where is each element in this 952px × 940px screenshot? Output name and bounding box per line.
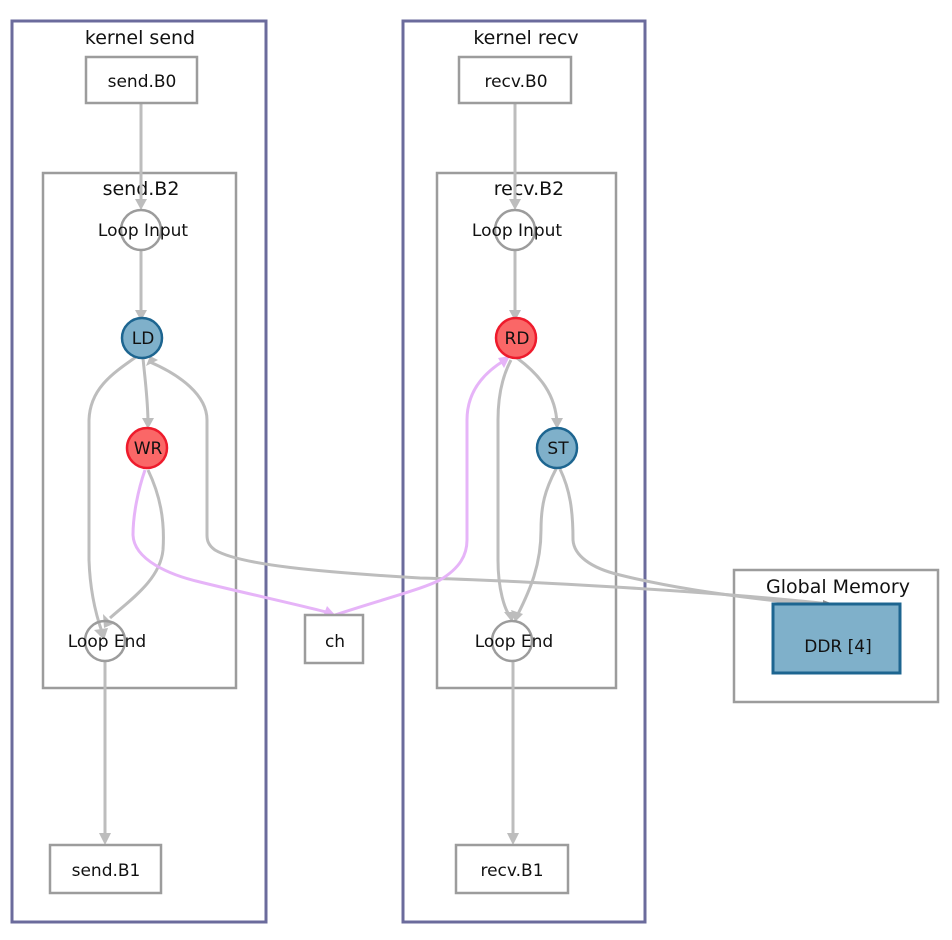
recv-loop-end-node[interactable]: [490, 619, 534, 663]
recv-b1-block[interactable]: [454, 843, 570, 895]
edge-st-to-loop-end: [516, 468, 558, 615]
send-b0-block[interactable]: [84, 55, 199, 105]
send-wr-node[interactable]: [125, 426, 169, 470]
edge-rd-to-loop-end: [496, 359, 513, 617]
send-b0-label: send.B0: [108, 72, 177, 92]
edge-wr-to-loop-end: [108, 469, 165, 620]
recv-rd-label: RD: [505, 329, 530, 349]
send-ld-label: LD: [132, 329, 155, 349]
global-memory-cluster[interactable]: [732, 568, 940, 704]
edge-ld-to-wr: [141, 357, 150, 425]
kernel-recv-title: kernel recv: [473, 27, 578, 49]
recv-st-label: ST: [547, 439, 569, 459]
send-wr-label: WR: [134, 439, 163, 459]
recv-b0-label: recv.B0: [484, 72, 547, 92]
arrow-head: [94, 628, 108, 640]
recv-loop-block[interactable]: [435, 171, 618, 690]
edge-rd-to-st: [516, 356, 559, 425]
arrow-head: [511, 610, 523, 622]
recv-loop-input-node[interactable]: [493, 208, 537, 252]
edge-ddr-to-ld: [149, 360, 831, 606]
recv-loop-input-label: Loop Input: [472, 221, 563, 241]
kernel-recv-cluster[interactable]: [401, 19, 647, 924]
edge-st-to-ddr: [558, 468, 831, 608]
edge-ld-to-loop-end: [87, 355, 137, 633]
arrow-head: [509, 310, 521, 321]
kernel-send-cluster[interactable]: [10, 19, 268, 924]
send-loop-input-label: Loop Input: [98, 221, 189, 241]
arrow-head: [146, 356, 158, 366]
arrow-head: [509, 199, 521, 210]
arrow-head: [142, 418, 154, 429]
arrow-head: [507, 833, 519, 845]
arrow-head: [135, 199, 147, 210]
send-loop-end-label: Loop End: [68, 632, 146, 652]
recv-rd-node[interactable]: [494, 316, 538, 360]
arrow-head: [551, 418, 563, 429]
edge-ch-to-rd: [334, 358, 506, 617]
recv-b1-label: recv.B1: [480, 861, 543, 881]
arrow-head: [135, 310, 147, 321]
channel-label: ch: [325, 632, 345, 652]
ddr-bank-label: DDR [4]: [804, 637, 871, 657]
recv-loop-block-title: recv.B2: [494, 178, 564, 200]
send-b1-label: send.B1: [72, 861, 141, 881]
arrow-head: [498, 356, 510, 368]
arrow-head: [99, 833, 111, 845]
send-loop-end-node[interactable]: [83, 619, 127, 663]
channel-node[interactable]: [303, 613, 365, 665]
recv-loop-end-label: Loop End: [475, 632, 553, 652]
edge-wr-to-ch: [131, 469, 331, 615]
recv-b0-block[interactable]: [457, 55, 573, 105]
kernel-send-title: kernel send: [85, 27, 195, 49]
recv-st-node[interactable]: [535, 426, 579, 470]
send-loop-input-node[interactable]: [119, 208, 163, 252]
send-ld-node[interactable]: [120, 316, 164, 360]
global-memory-title: Global Memory: [766, 576, 910, 598]
ddr-bank-node[interactable]: [771, 602, 902, 675]
send-b1-block[interactable]: [48, 843, 163, 895]
